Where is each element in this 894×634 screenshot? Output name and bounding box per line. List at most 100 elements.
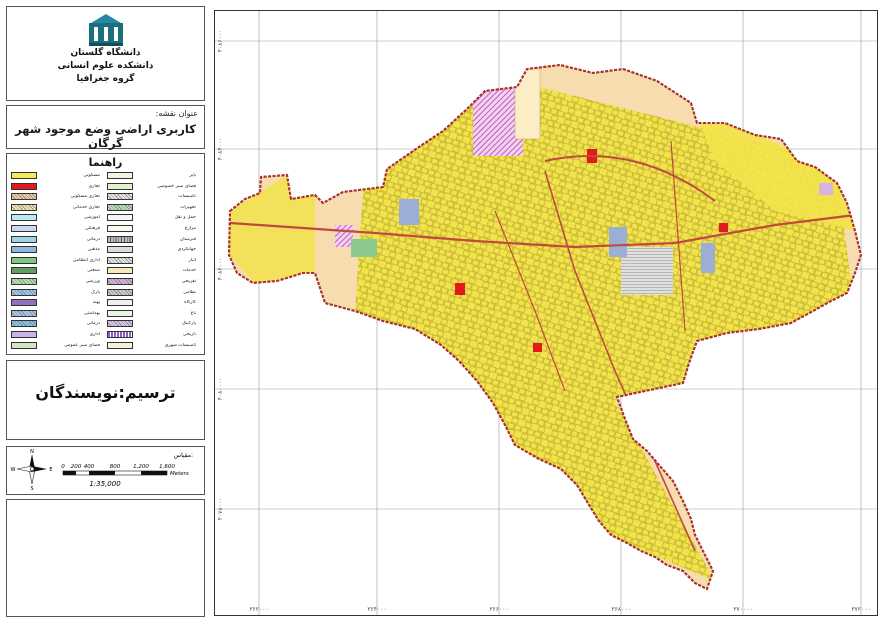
legend-item: فرهنگی bbox=[11, 224, 100, 233]
legend-item: صنعتی bbox=[11, 266, 100, 275]
legend-swatch bbox=[107, 182, 133, 190]
legend-label: اداری انتظامی bbox=[72, 257, 100, 263]
legend-swatch bbox=[107, 309, 133, 317]
landuse-commercial-4 bbox=[533, 343, 542, 352]
legend-item: مسکونی bbox=[11, 171, 100, 180]
map-title: کاربری اراضی وضع موجود شهر گرگان bbox=[15, 122, 196, 150]
legend-label: تجهیزات bbox=[180, 204, 196, 210]
scale-tick-label: 800 bbox=[110, 464, 121, 470]
legend-item: قبرستان bbox=[107, 235, 196, 244]
legend-item: درمانی bbox=[11, 319, 100, 328]
east-label: E bbox=[49, 467, 52, 473]
landuse-west-residential bbox=[229, 175, 315, 283]
legend-label: مسکونی bbox=[83, 173, 100, 178]
grid-x-label: ۳۷۰۰۰۰ bbox=[733, 606, 752, 613]
legend-label: مزارع bbox=[184, 226, 196, 231]
grid-x-label: ۳۶۸۰۰۰ bbox=[611, 606, 630, 613]
grid-y-label: ۴۰۸۰۰۰۰ bbox=[217, 378, 224, 401]
legend-label: قبرستان bbox=[179, 236, 196, 242]
legend-item: تفریحی bbox=[107, 277, 196, 286]
grid-x-label: ۳۶۶۰۰۰ bbox=[489, 606, 508, 613]
university-header: دانشگاه گلستان دانشکده علوم انسانی گروه … bbox=[6, 6, 205, 101]
legend-label: تاسیسات bbox=[178, 194, 196, 200]
legend-swatch bbox=[11, 341, 37, 349]
landuse-cemetery bbox=[621, 247, 673, 295]
legend-swatch bbox=[11, 172, 37, 179]
city-landuse bbox=[229, 65, 861, 589]
scale-tick-label: 1,200 bbox=[133, 464, 149, 470]
landuse-public-1 bbox=[399, 199, 419, 225]
legend-label: نظامی bbox=[183, 289, 196, 295]
legend-item: تاسیسات شهری bbox=[107, 341, 196, 350]
legend-label: خدمات bbox=[182, 268, 196, 274]
legend-swatch bbox=[107, 172, 133, 179]
grid-y-label: ۴۰۸۲۰۰۰ bbox=[217, 258, 224, 281]
scale-unit: Meters bbox=[170, 471, 189, 477]
legend-item: درمانی bbox=[11, 235, 100, 244]
scale-bar-seg-3 bbox=[141, 471, 167, 475]
grid-x-label: ۳۶۲۰۰۰ bbox=[249, 606, 268, 613]
legend-item: ورزشی bbox=[11, 277, 100, 286]
legend-label: جهانگردی bbox=[177, 247, 196, 253]
legend-item: باغ bbox=[107, 309, 196, 318]
legend-label: انبار bbox=[188, 257, 196, 263]
blank-panel bbox=[6, 499, 205, 617]
legend-label: درمانی bbox=[86, 236, 100, 242]
grid-x-label: ۳۷۲۰۰۰ bbox=[851, 606, 870, 613]
legend-label: درمانی bbox=[86, 321, 100, 327]
legend-item: اداری bbox=[11, 330, 100, 339]
legend-swatch bbox=[11, 256, 37, 264]
landuse-recreation bbox=[819, 183, 833, 195]
legend-swatch bbox=[107, 203, 133, 211]
legend-label: فضای سبز خصوصی bbox=[157, 183, 196, 189]
north-arrow-icon: N S W E bbox=[11, 449, 53, 492]
legend-swatch bbox=[107, 299, 133, 307]
legend-swatch bbox=[11, 267, 37, 275]
legend-item: فضای سبز عمومی bbox=[11, 341, 100, 350]
road-north-arc bbox=[544, 155, 716, 202]
landuse-residential-core bbox=[355, 81, 855, 581]
scale-bar-seg-1 bbox=[63, 471, 76, 475]
legend-item: جهانگردی bbox=[107, 245, 196, 254]
landuse-public-2 bbox=[609, 227, 627, 257]
north-label: N bbox=[30, 449, 34, 455]
legend-item: خدمات bbox=[107, 266, 196, 275]
legend-item: بایر bbox=[107, 171, 196, 180]
legend-item: تاریخی bbox=[107, 330, 196, 339]
landuse-east-residential bbox=[691, 103, 855, 231]
legend-label: کارگاه bbox=[184, 300, 196, 306]
map-title-label: عنوان نقشه: bbox=[155, 109, 198, 118]
legend-label: تاسیسات شهری bbox=[164, 342, 196, 348]
legend-swatch bbox=[11, 331, 37, 338]
legend-label: ورزشی bbox=[85, 279, 100, 284]
legend-label: فضای سبز عمومی bbox=[64, 342, 100, 348]
legend-swatch bbox=[11, 246, 37, 254]
legend-item: تجاری خدماتی bbox=[11, 203, 100, 212]
legend-swatch bbox=[11, 288, 37, 296]
landuse-commercial-3 bbox=[719, 223, 728, 232]
legend-label: آموزشی bbox=[83, 215, 100, 221]
legend-label: تجاری bbox=[88, 183, 100, 189]
legend-label: تجاری مسکونی bbox=[70, 194, 101, 200]
city-boundary bbox=[227, 63, 863, 591]
scale-tick-label: 1,600 bbox=[159, 464, 175, 470]
legend-swatch bbox=[107, 256, 133, 264]
legend-item: حمل و نقل bbox=[107, 213, 196, 222]
legend-swatch bbox=[11, 225, 37, 232]
road-east-west bbox=[229, 213, 856, 249]
legend-item: آموزشی bbox=[11, 213, 100, 222]
legend-item: تجاری مسکونی bbox=[11, 192, 100, 201]
legend-heading: راهنما bbox=[88, 156, 123, 169]
landuse-industrial-west bbox=[335, 225, 353, 247]
legend-label: تفریحی bbox=[181, 279, 196, 284]
legend-swatch bbox=[11, 320, 37, 328]
landuse-orchard-strip bbox=[514, 68, 541, 140]
university-logo-icon bbox=[88, 14, 123, 46]
road-secondary bbox=[494, 210, 566, 392]
legend-item: تجاری bbox=[11, 182, 100, 191]
legend-swatch bbox=[107, 193, 133, 201]
